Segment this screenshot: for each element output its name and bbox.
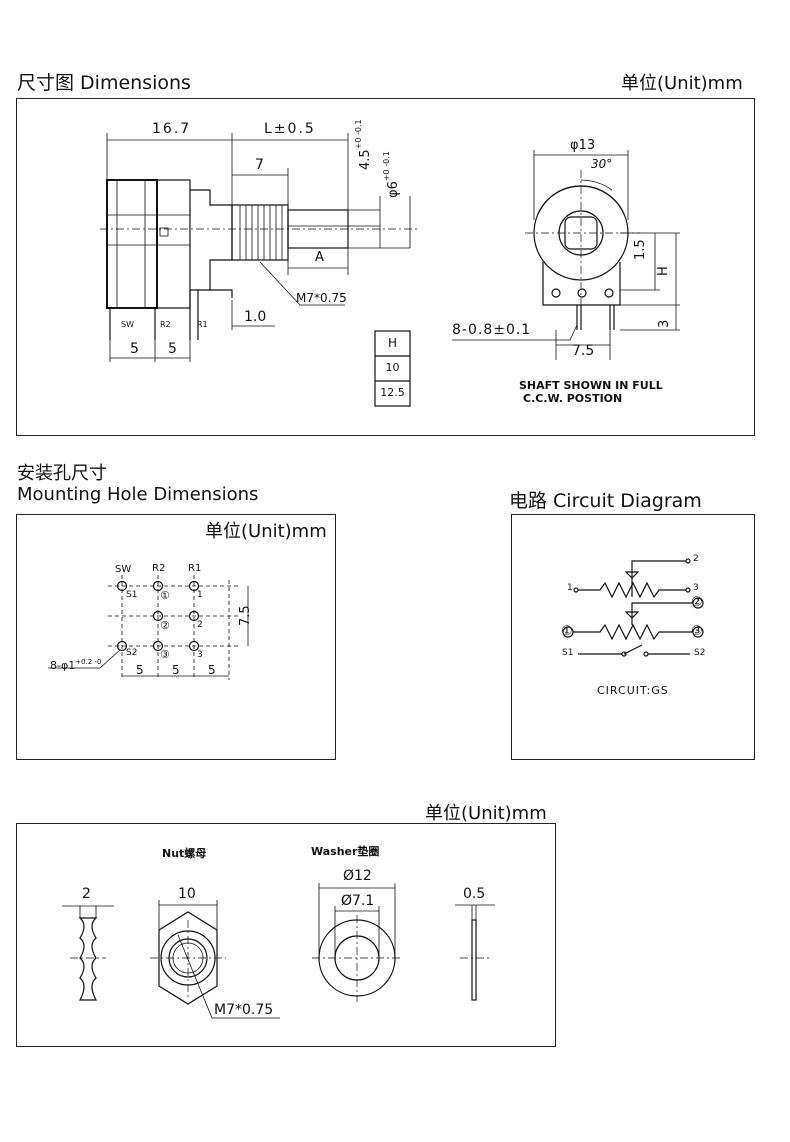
mh-p3: ③ — [160, 648, 170, 661]
mh-r1: R1 — [188, 563, 202, 574]
circuit-name: CIRCUIT:GS — [597, 684, 669, 697]
washer-side-view — [455, 904, 495, 1001]
mh-p1: ① — [160, 589, 170, 602]
dimensions-frame — [16, 98, 755, 436]
mh-n3: 3 — [197, 650, 203, 660]
nut-width: 10 — [178, 886, 196, 902]
side-view — [100, 133, 420, 362]
hardware-unit: 单位(Unit)mm — [425, 803, 547, 824]
dim-a: A — [315, 250, 324, 265]
circuit-t3: 3 — [693, 583, 699, 593]
h-table-header: H — [387, 336, 398, 350]
washer-outer-dia: Ø12 — [343, 868, 372, 884]
mh-holes: 8-φ1+0.2 -0 — [50, 658, 102, 672]
pin-r2: R2 — [160, 320, 171, 329]
dim-thread: M7*0.75 — [296, 291, 347, 305]
washer-thickness: 0.5 — [463, 886, 486, 902]
dim-16-7: 16.7 — [152, 121, 192, 137]
circuit-title: 电路 Circuit Diagram — [509, 490, 702, 512]
mh-sw: SW — [115, 564, 132, 575]
mounting-unit: 单位(Unit)mm — [205, 521, 327, 542]
nut-front-view — [150, 900, 280, 1019]
shaft-note-2: C.C.W. POSTION — [523, 392, 623, 405]
mh-n1: 1 — [197, 590, 203, 600]
dimensions-unit: 单位(Unit)mm — [621, 73, 743, 94]
nut-title: Nut螺母 — [162, 847, 207, 860]
circuit-s2: S2 — [694, 648, 706, 658]
mh-dim-5-a: 5 — [136, 663, 144, 677]
dimensions-title: 尺寸图 Dimensions — [17, 72, 191, 94]
dim-30deg: 30° — [591, 157, 613, 171]
nut-thickness: 2 — [82, 886, 91, 902]
mh-dim-5-c: 5 — [208, 663, 216, 677]
washer-title: Washer垫圈 — [311, 845, 380, 858]
shaft-note-1: SHAFT SHOWN IN FULL — [519, 379, 663, 392]
circuit-frame — [511, 514, 755, 760]
circuit-t1: 1 — [567, 583, 573, 593]
circuit-s1: S1 — [562, 648, 574, 658]
mounting-title-en: Mounting Hole Dimensions — [17, 484, 259, 505]
dim-7: 7 — [255, 157, 264, 173]
mh-dim-5-b: 5 — [172, 663, 180, 677]
dim-phi13: φ13 — [570, 138, 596, 153]
washer-inner-dia: Ø7.1 — [341, 893, 375, 909]
dim-7-5: 7.5 — [572, 343, 595, 359]
circuit-t2: 2 — [693, 554, 699, 564]
front-view — [452, 150, 680, 360]
circuit-c2: ② — [691, 595, 703, 610]
dim-pins: 8-0.8±0.1 — [452, 322, 532, 338]
mh-p2: ② — [160, 619, 170, 632]
mh-r2: R2 — [152, 563, 166, 574]
nut-side-view — [62, 905, 114, 1001]
pin-r1: R1 — [197, 320, 208, 329]
mh-s1: S1 — [126, 590, 138, 600]
mh-holes-value: 8-φ1 — [50, 659, 76, 672]
mh-s2: S2 — [126, 648, 138, 658]
dim-l: L±0.5 — [264, 121, 316, 137]
hardware-frame — [16, 823, 556, 1047]
dim-5-b: 5 — [168, 341, 177, 357]
h-table-row: 12.5 — [380, 386, 405, 399]
circuit-c1: ① — [561, 624, 573, 639]
pin-sw: SW — [121, 320, 134, 329]
mh-holes-tol: +0.2 -0 — [75, 658, 102, 666]
circuit-c3: ③ — [691, 624, 703, 639]
mounting-title-cn: 安装孔尺寸 — [17, 463, 107, 484]
h-table-row: 10 — [385, 361, 400, 374]
h-table — [374, 330, 411, 407]
washer-front-view — [312, 883, 402, 1002]
mounting-frame — [16, 514, 336, 760]
mh-n2: 2 — [197, 620, 203, 630]
nut-thread: M7*0.75 — [214, 1002, 274, 1018]
dim-1-0: 1.0 — [244, 309, 267, 325]
dim-5-a: 5 — [130, 341, 139, 357]
